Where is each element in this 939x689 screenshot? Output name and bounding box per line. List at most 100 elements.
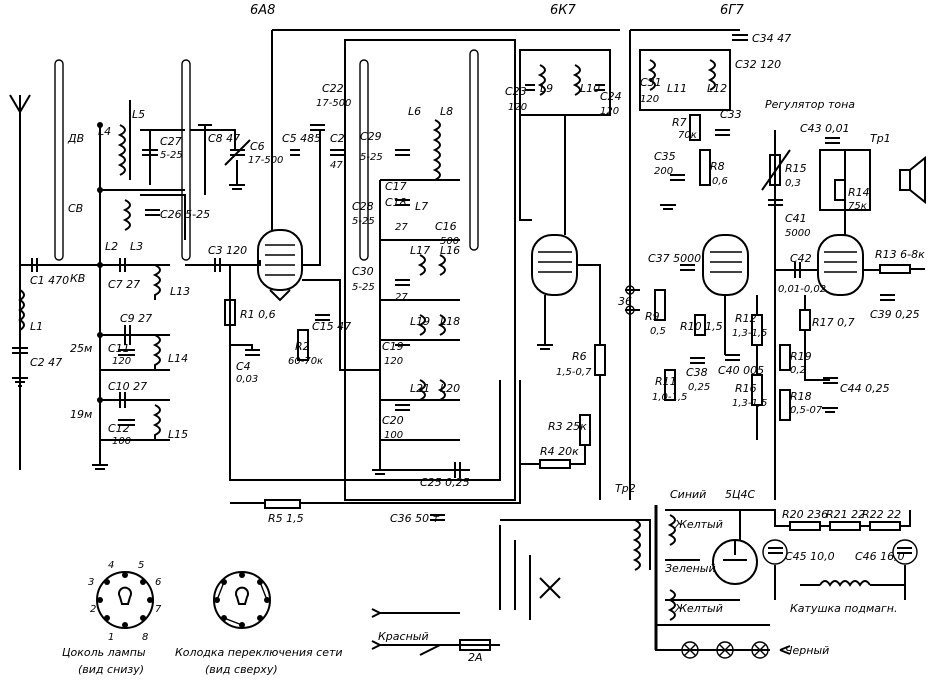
c26-label: C26 5-25 <box>160 208 210 221</box>
l16-label: L16 <box>440 244 460 257</box>
l14-label: L14 <box>168 352 188 365</box>
shortwave-coils: C7 27 L13 C9 27 C11 120 L14 C10 27 C12 1… <box>92 258 190 470</box>
resistor-r14 <box>834 179 846 201</box>
band-25m: 25м <box>70 342 92 355</box>
l6-label: L6 <box>408 105 421 118</box>
c25-label: C25 0,25 <box>420 476 470 489</box>
c12-label: C12 <box>108 422 130 435</box>
capacitor-c11 <box>118 349 135 356</box>
l9-label: L9 <box>540 82 553 95</box>
resistor-r16 <box>751 374 763 406</box>
r5-label: R5 1,5 <box>268 512 304 525</box>
fuse-label: 2А <box>468 651 483 664</box>
capacitor-c1 <box>31 258 38 272</box>
c4-label: C4 <box>236 360 251 373</box>
r11-label: R11 <box>655 375 677 388</box>
pin-4: 4 <box>108 560 114 571</box>
r12-value: 1,3-1,5 <box>732 328 767 339</box>
l20-label: L20 <box>440 382 460 395</box>
r8-label: R8 <box>710 160 725 173</box>
l7-label: L7 <box>415 200 428 213</box>
pin-5: 5 <box>138 560 144 571</box>
pin-2: 2 <box>90 604 96 615</box>
r14-value: 75к <box>848 201 867 212</box>
antenna-section: C1 470 L1 C2 47 <box>9 94 100 470</box>
c12-value: 100 <box>112 436 131 447</box>
l1-label: L1 <box>30 320 43 333</box>
capacitor-c44 <box>823 377 838 384</box>
c7-label: C7 27 <box>108 278 140 291</box>
l21-label: L21 <box>410 382 430 395</box>
output-stage: Регулятор тона R15 0,3 C41 5000 C43 0,01… <box>761 98 926 500</box>
ground-1 <box>12 377 28 387</box>
tube-base-diagram: 1 2 3 4 5 6 7 8 Цоколь лампы (вид снизу)… <box>62 560 343 676</box>
r11-value: 1,0-1,5 <box>652 392 687 403</box>
r19-label: R19 <box>790 350 812 363</box>
c39-label: C39 0,25 <box>870 308 920 321</box>
c46-label: C46 16,0 <box>855 550 905 563</box>
band-switch: ДВ СВ КВ 25м 19м <box>54 59 191 465</box>
pin-8: 8 <box>142 632 148 643</box>
selector-caption: Колодка переключения сети <box>175 646 343 659</box>
r9-label: R9 <box>645 310 660 323</box>
capacitor-c41 <box>768 199 783 206</box>
r16-value: 1,3-1,5 <box>732 398 767 409</box>
c35-label: C35 <box>654 150 676 163</box>
c2-label: C2 <box>330 132 345 145</box>
tube-6g7-label: 6Г7 <box>720 3 745 18</box>
c31-label: C31 <box>640 76 662 89</box>
c10-label: C10 27 <box>108 380 147 393</box>
l18-label: L18 <box>440 315 460 328</box>
capacitor-c27 <box>142 149 158 156</box>
r18-label: R18 <box>790 390 812 403</box>
wire-red-label: Красный <box>378 630 429 643</box>
c17-label: C17 <box>385 180 407 193</box>
l11-label: L11 <box>667 82 687 95</box>
r3-label: R3 25к <box>548 420 587 433</box>
fuse <box>459 639 491 651</box>
field-coil <box>800 580 905 587</box>
capacitor-c43 <box>825 137 840 144</box>
r16-label: R16 <box>735 382 757 395</box>
c16-label: C16 <box>435 220 457 233</box>
dial-lamp-2 <box>716 641 734 659</box>
mains-selector-wiring <box>499 525 561 620</box>
capacitor-c37 <box>680 264 695 271</box>
oscillator-block: L6 L8 C29 5-25 C28 5-25 C17 C18 L7 27 C1… <box>344 39 516 501</box>
c45-label: C45 10,0 <box>785 550 835 563</box>
c22-label: C22 <box>322 82 344 95</box>
if-stage-6k7: 6К7 C23 120 L9 L10 C24 120 R6 1,5-0,7 R3… <box>505 3 622 500</box>
pin-3: 3 <box>88 577 94 588</box>
c28-label: C28 <box>352 200 374 213</box>
c28-value: 5-25 <box>352 216 375 227</box>
ground-c35 <box>660 204 676 210</box>
dial-lamp-1 <box>681 641 699 659</box>
resistor-r17 <box>799 309 811 331</box>
capacitor-c6 <box>224 139 251 185</box>
c32-label: C32 120 <box>735 58 781 71</box>
c16-value: 500 <box>440 236 459 247</box>
jack-label: 36 <box>618 295 632 308</box>
resistor-r9 <box>654 289 666 321</box>
r7-value: 70к <box>678 130 697 141</box>
osc-27-b: 27 <box>395 292 408 303</box>
r22-label: R22 22 <box>862 508 901 521</box>
c24-label: C24 <box>600 90 622 103</box>
l3-label: L3 <box>130 240 143 253</box>
l8-label: L8 <box>440 105 453 118</box>
l5-label: L5 <box>132 108 145 121</box>
c42-value: 0,01-0,02 <box>778 284 826 295</box>
resistor-r10 <box>694 314 706 336</box>
resistor-r13 <box>879 264 911 274</box>
c11-label: C11 <box>108 342 130 355</box>
r9-value: 0,5 <box>650 326 666 337</box>
c20-label: C20 <box>382 414 404 427</box>
c24-value: 120 <box>600 106 619 117</box>
resistor-r4 <box>539 459 571 469</box>
dial-lamp-3 <box>751 641 769 659</box>
mixer-input: C3 120 R1 0,6 C4 0,03 <box>185 244 501 481</box>
c44-label: C44 0,25 <box>840 382 890 395</box>
resistor-r5 <box>264 499 301 509</box>
capacitor-c45 <box>768 547 783 554</box>
pin-1: 1 <box>108 632 114 643</box>
